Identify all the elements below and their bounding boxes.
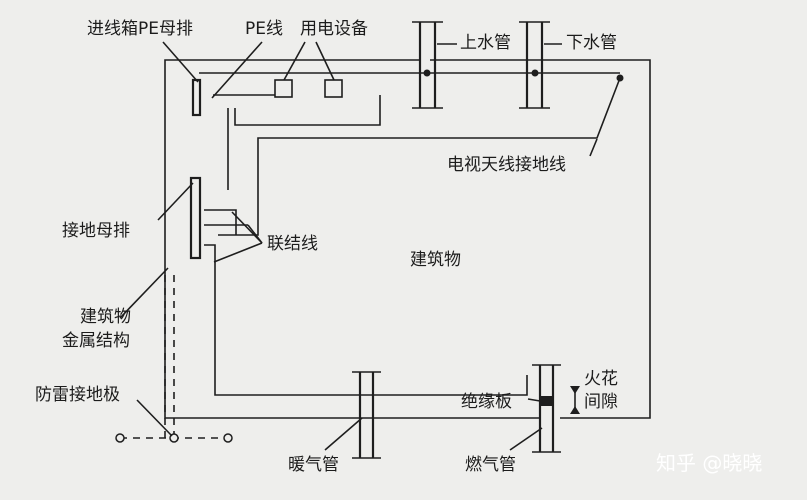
label-spark-gap-2: 间隙 — [584, 392, 618, 412]
label-pe-line: PE线 — [245, 19, 283, 39]
label-bonding-line: 联结线 — [267, 234, 318, 254]
heating-pipe — [352, 371, 381, 459]
equipment-box-2 — [324, 79, 343, 98]
label-lightning-electrode: 防雷接地极 — [35, 385, 120, 405]
label-pe-busbar-box: 进线箱PE母排 — [87, 19, 193, 39]
label-equipment: 用电设备 — [300, 19, 368, 39]
label-metal-structure-2: 金属结构 — [62, 331, 130, 351]
watermark-text: 知乎 @晓晓 — [656, 451, 762, 475]
label-gas-pipe: 燃气管 — [465, 455, 516, 475]
building-outline — [164, 59, 651, 419]
bonding-wires — [199, 72, 621, 418]
label-metal-structure-1: 建筑物 — [80, 307, 131, 327]
upper-water-pipe — [412, 21, 443, 109]
label-water-up: 上水管 — [460, 33, 511, 53]
label-building: 建筑物 — [410, 250, 461, 270]
label-insulating-plate: 绝缘板 — [461, 392, 512, 412]
equipment-box-1 — [274, 79, 293, 98]
label-tv-ground: 电视天线接地线 — [447, 155, 566, 175]
label-ground-busbar: 接地母排 — [62, 221, 130, 241]
main-ground-busbar — [189, 176, 202, 260]
lightning-ground-electrode — [115, 275, 233, 443]
label-heating-pipe: 暖气管 — [288, 455, 339, 475]
lower-water-pipe — [519, 21, 550, 109]
gas-pipe — [532, 364, 561, 453]
label-spark-gap-1: 火花 — [584, 369, 618, 389]
incoming-pe-busbar — [191, 78, 202, 117]
spark-gap-symbol — [570, 386, 580, 414]
insulating-plate-block — [540, 396, 553, 406]
leader-lines — [119, 41, 598, 451]
label-water-down: 下水管 — [566, 33, 617, 53]
